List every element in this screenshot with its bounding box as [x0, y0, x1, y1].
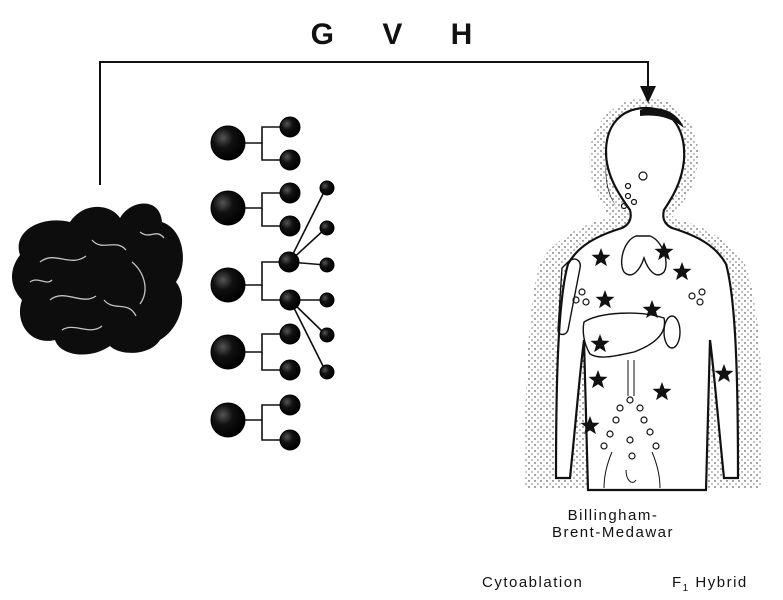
- f1-hybrid-subscript: 1: [683, 583, 690, 594]
- host-body: [525, 98, 763, 490]
- cytoablation-label: Cytoablation: [482, 574, 583, 591]
- daughter-cell: [279, 252, 299, 272]
- f1-hybrid-label: F1 Hybrid: [672, 574, 748, 594]
- gvh-arrow: [100, 62, 656, 185]
- granddaughter-cell: [320, 365, 334, 379]
- granddaughter-cell: [320, 258, 334, 272]
- daughter-cell: [280, 360, 300, 380]
- granddaughter-cell: [320, 328, 334, 342]
- parent-cell: [211, 268, 245, 302]
- granddaughter-cell: [320, 221, 334, 235]
- daughter-cell: [280, 183, 300, 203]
- daughter-cell: [280, 430, 300, 450]
- granddaughter-cell: [320, 181, 334, 195]
- lymphocyte-cells: [211, 117, 334, 450]
- parent-cell: [211, 335, 245, 369]
- daughter-cell: [280, 117, 300, 137]
- donor-tissue: [12, 204, 183, 355]
- daughter-cell: [280, 324, 300, 344]
- daughter-cell: [280, 395, 300, 415]
- lymphocyte-expansion: [244, 127, 326, 440]
- parent-cell: [211, 126, 245, 160]
- granddaughter-cell: [320, 293, 334, 307]
- f1-hybrid-suffix: Hybrid: [690, 574, 748, 591]
- parent-cell: [211, 191, 245, 225]
- diagram-title: G V H: [0, 18, 783, 52]
- f1-hybrid-prefix: F: [672, 574, 683, 591]
- parent-cell: [211, 403, 245, 437]
- daughter-cell: [280, 216, 300, 236]
- host-model-label-line1: Billingham-: [538, 507, 688, 524]
- host-model-label-line2: Brent-Medawar: [538, 524, 688, 541]
- daughter-cell: [280, 290, 300, 310]
- daughter-cell: [280, 150, 300, 170]
